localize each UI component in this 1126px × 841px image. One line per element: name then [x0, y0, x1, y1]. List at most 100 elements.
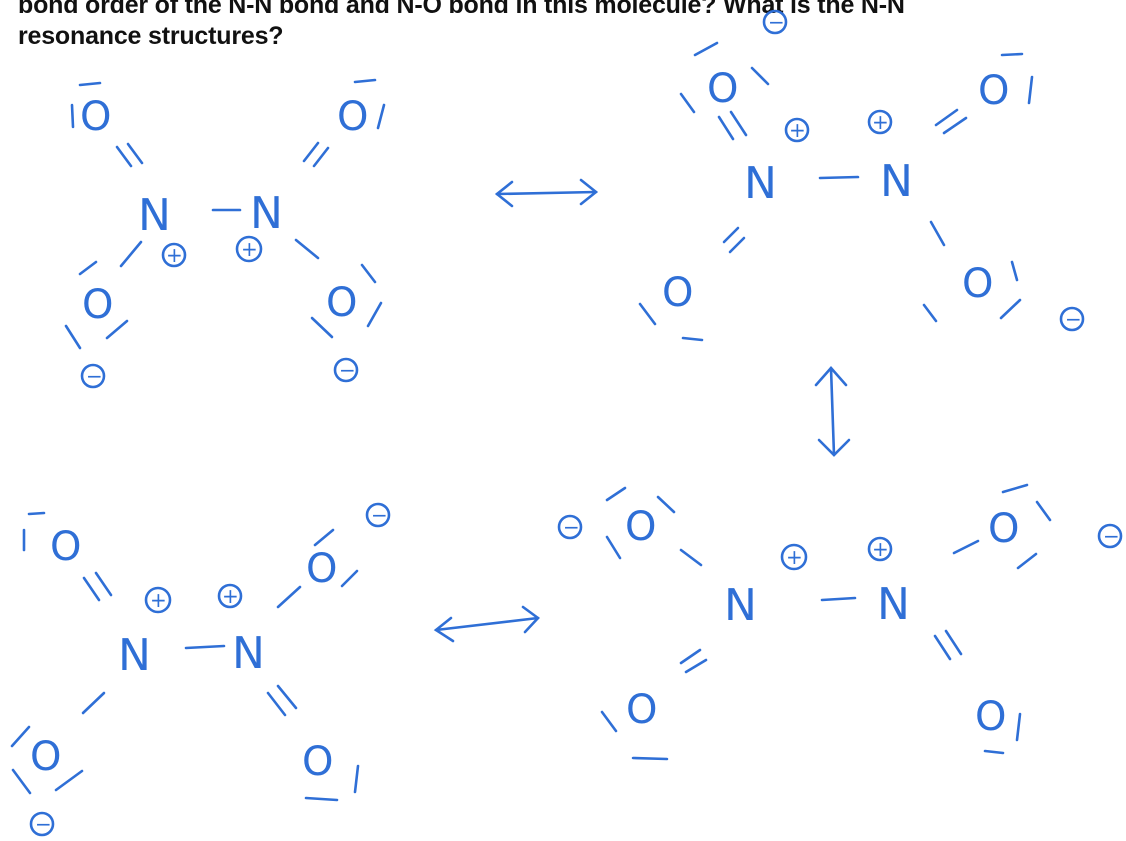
single-bond [929, 220, 946, 247]
double-bond [312, 146, 330, 168]
lone-pair [340, 569, 359, 588]
minus-sign: − [1065, 307, 1082, 331]
positive-charge [144, 586, 172, 614]
lone-pair [922, 303, 938, 323]
minus-sign: − [1103, 524, 1120, 548]
lone-pair [679, 92, 696, 114]
oxygen-atom: O [707, 66, 738, 112]
negative-charge [365, 502, 391, 528]
negative-charge [557, 514, 583, 540]
double-bond [933, 634, 952, 661]
resonance-structure-3 [557, 483, 1123, 761]
lone-pair [605, 535, 622, 560]
oxygen-atom: O [326, 280, 357, 326]
double-bond [679, 648, 702, 665]
resonance-arrow-top [494, 178, 599, 208]
plus-sign: + [872, 110, 889, 134]
lone-pair [313, 528, 335, 547]
lone-pair [70, 103, 75, 129]
resonance-structure-4 [10, 502, 391, 837]
lone-pair [64, 324, 82, 350]
negative-charge [80, 363, 106, 389]
double-bond [126, 142, 144, 165]
nitrogen-atom: N [744, 158, 777, 209]
oxygen-atom: O [80, 94, 111, 140]
double-bond [722, 226, 740, 244]
lone-pair [656, 495, 676, 514]
double-bond [942, 116, 968, 135]
single-bond [952, 539, 980, 555]
resonance-arrow-right [814, 366, 851, 457]
positive-charge [161, 242, 187, 268]
minus-sign: − [371, 503, 388, 527]
lone-pair [11, 768, 32, 795]
nitrogen-atom: N [118, 630, 151, 681]
plus-sign: + [789, 118, 806, 142]
lone-pair [1016, 552, 1038, 570]
oxygen-atom: O [662, 270, 693, 316]
single-bond [276, 585, 302, 609]
positive-charge [784, 117, 810, 143]
resonance-arrow-bottom [433, 605, 540, 643]
double-bond [276, 684, 298, 710]
oxygen-atom: O [50, 524, 81, 570]
lone-pair [681, 336, 704, 342]
minus-sign: − [86, 364, 103, 388]
lone-pair [638, 302, 657, 326]
plus-sign: + [166, 243, 183, 267]
lone-pair [1010, 260, 1019, 282]
lone-pair [1001, 483, 1029, 494]
positive-charge [235, 235, 263, 263]
lone-pair [1035, 500, 1052, 522]
lone-pair [304, 796, 339, 802]
lone-pair [693, 41, 719, 57]
lone-pair [750, 66, 770, 86]
negative-charge [1059, 306, 1085, 332]
oxygen-atom: O [962, 261, 993, 307]
lone-pair [1027, 75, 1034, 105]
minus-sign: − [339, 358, 356, 382]
lone-pair [54, 769, 84, 792]
lone-pair [105, 319, 129, 340]
question-text: bond order of the N-N bond and N-O bond … [18, 0, 1118, 52]
negative-charge [29, 811, 55, 837]
positive-charge [867, 536, 893, 562]
oxygen-atom: O [978, 68, 1009, 114]
nitrogen-atom: N [138, 190, 171, 241]
nitrogen-atom: N [880, 156, 913, 207]
lone-pair [78, 260, 98, 276]
nitrogen-atom: N [250, 188, 283, 239]
oxygen-atom: O [306, 546, 337, 592]
positive-charge [217, 583, 243, 609]
question-line-2: resonance structures? [18, 22, 284, 50]
lone-pair [353, 78, 377, 84]
oxygen-atom: O [337, 94, 368, 140]
double-bond [934, 108, 959, 127]
nitrogen-atom: N [877, 579, 910, 630]
plus-sign: + [872, 537, 889, 561]
oxygen-atom: O [626, 687, 657, 733]
single-bond [119, 240, 143, 268]
n-n-bond [184, 644, 226, 650]
lone-pair [631, 756, 669, 761]
resonance-structure-1 [64, 78, 386, 389]
double-bond [82, 576, 101, 602]
minus-sign: − [35, 812, 52, 836]
minus-sign: − [563, 515, 580, 539]
double-bond [944, 629, 963, 656]
oxygen-atom: O [975, 694, 1006, 740]
lone-pair [605, 486, 627, 502]
lone-pair [1015, 712, 1022, 742]
lone-pair [366, 301, 383, 328]
oxygen-atom: O [30, 734, 61, 780]
plus-sign: + [222, 584, 239, 608]
plus-sign: + [150, 588, 167, 612]
double-bond [302, 141, 320, 163]
n-n-bond [820, 596, 857, 602]
plus-sign: + [786, 545, 803, 569]
single-bond [294, 238, 320, 260]
double-bond [115, 145, 133, 168]
double-bond [717, 115, 735, 141]
double-bond [728, 236, 746, 254]
plus-sign: + [241, 237, 258, 261]
